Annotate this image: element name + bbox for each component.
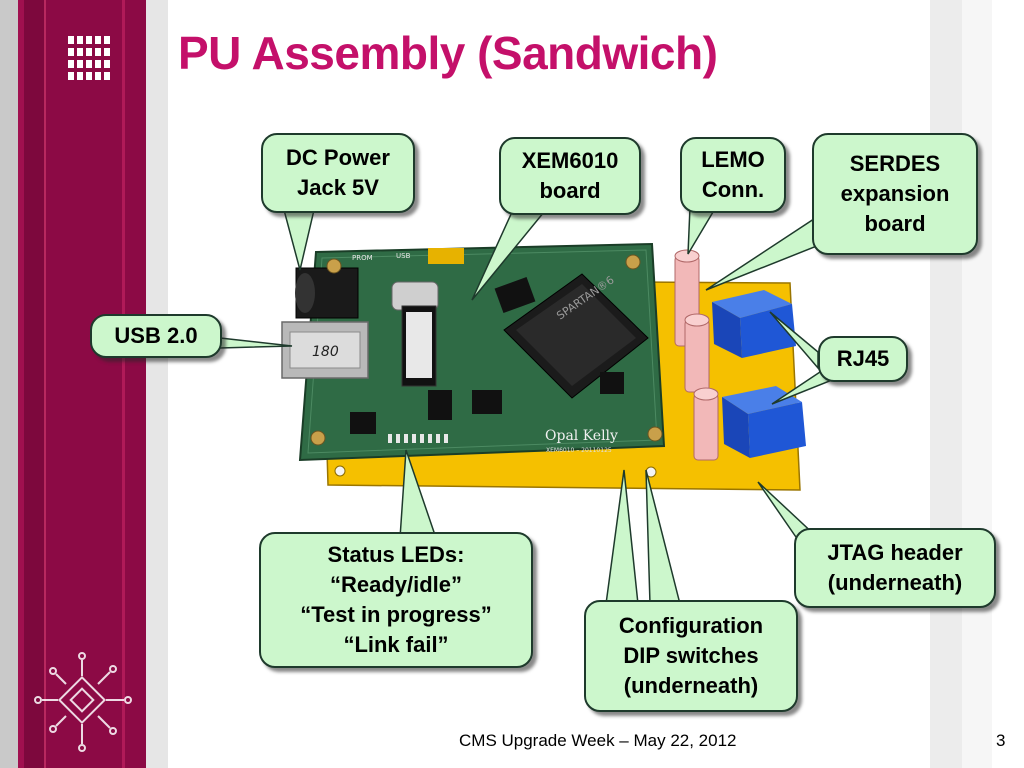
silkscreen-usb: USB: [396, 252, 411, 260]
board-model-label: XEM6010 – 20110125: [546, 447, 612, 454]
callout-usb-2-0: USB 2.0: [90, 314, 222, 358]
rj45-connector-bottom: [722, 386, 806, 458]
slide-title: PU Assembly (Sandwich): [178, 27, 718, 79]
left-sidebar-bar: [0, 0, 146, 768]
usb-connector: 180: [281, 321, 369, 379]
callout-rj45: RJ45: [818, 336, 908, 382]
grid-logo-icon: [68, 36, 110, 80]
silkscreen-prom: PROM: [352, 254, 373, 262]
lemo-connector-2: [684, 313, 710, 393]
callout-status-leds: Status LEDs:“Ready/idle”“Test in progres…: [259, 532, 533, 668]
lemo-connector-3: [693, 387, 719, 461]
callout-jtag-header: JTAG header(underneath): [794, 528, 996, 608]
status-led-row: [388, 434, 448, 443]
page-number: 3: [996, 731, 1006, 750]
callout-pointers: [219, 206, 844, 605]
board-brand-label: Opal Kelly: [545, 428, 618, 444]
circuit-chip-icon: [34, 652, 132, 752]
usb-sticker-label: 180: [312, 344, 339, 360]
slide-footer: CMS Upgrade Week – May 22, 2012: [459, 731, 737, 750]
rj45-connector-top: [712, 290, 796, 358]
